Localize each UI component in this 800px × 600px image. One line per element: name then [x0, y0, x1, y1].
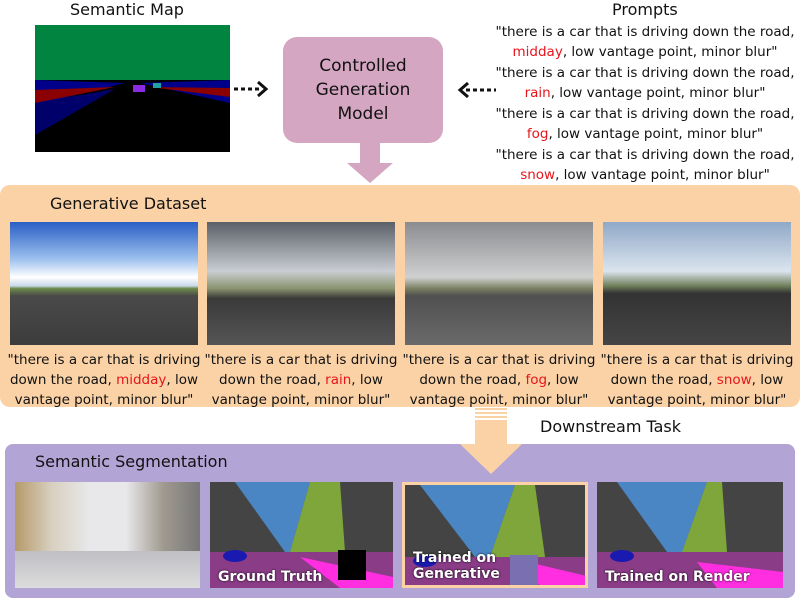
- generative-label: Trained on Generative: [413, 550, 500, 582]
- dashed-arrow-left-icon: [457, 81, 496, 99]
- prompt-midday: "there is a car that is driving down the…: [495, 24, 795, 60]
- ground-truth-segmentation: Ground Truth: [210, 482, 393, 588]
- generated-image-snow: [603, 222, 791, 345]
- semantic-map-image: [35, 25, 230, 152]
- dashed-arrow-right-icon: [234, 80, 269, 98]
- input-photo: [15, 482, 200, 588]
- generated-image-midday: [10, 222, 198, 345]
- prompts-title: Prompts: [612, 0, 678, 19]
- prompt-fog: "there is a car that is driving down the…: [495, 106, 795, 142]
- render-segmentation: Trained on Render: [597, 482, 783, 588]
- generative-segmentation: Trained on Generative: [402, 482, 588, 588]
- generated-image-fog: [405, 222, 593, 345]
- model-line: Controlled: [319, 56, 407, 76]
- generative-dataset-title: Generative Dataset: [50, 194, 207, 213]
- downstream-task-label: Downstream Task: [540, 417, 682, 436]
- prompt-rain: "there is a car that is driving down the…: [495, 65, 795, 101]
- model-line: Model: [337, 104, 389, 124]
- downstream-arrow-icon: [460, 408, 522, 474]
- prompt-snow: "there is a car that is driving down the…: [495, 147, 795, 183]
- generated-image-rain: [207, 222, 395, 345]
- model-line: Generation: [315, 80, 411, 100]
- semantic-map-title: Semantic Map: [70, 0, 184, 19]
- render-label: Trained on Render: [605, 569, 750, 585]
- down-arrow-icon: [347, 143, 393, 183]
- ground-truth-label: Ground Truth: [218, 569, 323, 585]
- semantic-segmentation-title: Semantic Segmentation: [35, 452, 228, 471]
